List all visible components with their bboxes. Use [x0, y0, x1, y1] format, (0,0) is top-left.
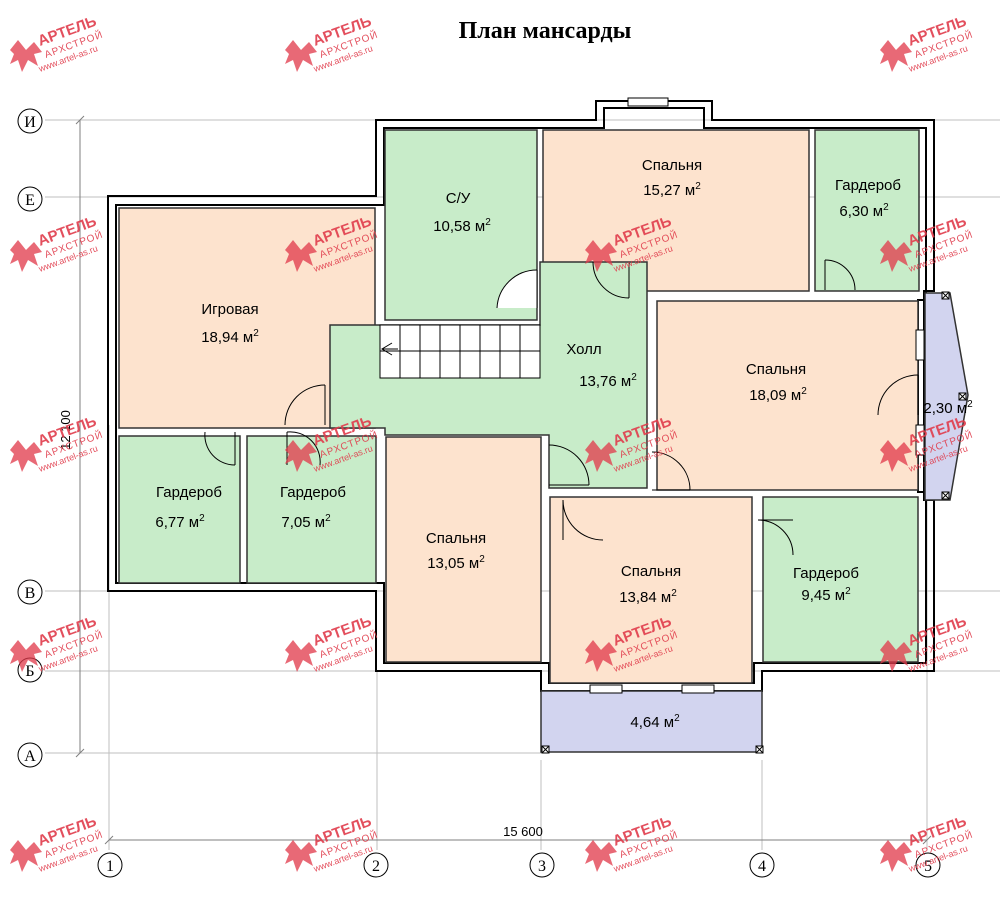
label-spalnya-top-name: Спальня	[642, 157, 702, 174]
axis-label-2: 2	[372, 858, 380, 875]
rooms	[118, 129, 969, 753]
exterior-walls	[107, 100, 935, 692]
label-spalnya-top-area: 15,27 м2	[643, 181, 701, 199]
label-igrovaya-name: Игровая	[201, 301, 258, 318]
watermark-logo	[285, 12, 380, 75]
room-garderob-bl2	[246, 435, 377, 584]
watermark-logo	[10, 612, 105, 675]
column-markers	[541, 291, 967, 754]
plan-title: План мансарды	[459, 18, 632, 44]
label-spalnya-mid-name: Спальня	[426, 530, 486, 547]
room-spalnya-right	[656, 300, 919, 491]
label-holl-area: 13,76 м2	[579, 372, 637, 390]
watermark-logo	[880, 12, 975, 75]
label-garderob-bl1-name: Гардероб	[156, 484, 222, 501]
axis-label-4: 4	[758, 858, 766, 875]
label-balcony-bottom-area: 4,64 м2	[630, 713, 680, 731]
label-spalnya-mid-area: 13,05 м2	[427, 554, 485, 572]
axis-label-E: Е	[25, 192, 35, 209]
label-garderob-bl1-area: 6,77 м2	[155, 513, 205, 531]
label-spalnya-right-area: 18,09 м2	[749, 386, 807, 404]
label-garderob-bl2-name: Гардероб	[280, 484, 346, 501]
label-garderob-tr-area: 6,30 м2	[839, 202, 889, 220]
label-garderob-br-area: 9,45 м2	[801, 586, 851, 604]
axis-label-B: Б	[25, 663, 34, 680]
watermark-logo	[285, 612, 380, 675]
axis-label-I: И	[24, 114, 36, 131]
label-holl-name: Холл	[566, 341, 601, 358]
watermark-logo	[10, 212, 105, 275]
room-spalnya-mid	[385, 436, 542, 663]
room-garderob-br	[762, 496, 919, 663]
watermark-logo	[10, 12, 105, 75]
label-igrovaya-area: 18,94 м2	[201, 328, 259, 346]
axis-label-V: В	[25, 585, 36, 602]
label-garderob-tr-name: Гардероб	[835, 177, 901, 194]
label-garderob-bl2-area: 7,05 м2	[281, 513, 331, 531]
room-labels: Игровая 18,94 м2 С/У 10,58 м2 Спальня 15…	[155, 157, 973, 731]
watermark-logo	[585, 812, 680, 875]
axis-numbers: 1 2 3 4 5	[97, 852, 941, 878]
width-dimension: 15 600	[503, 824, 543, 839]
doors	[204, 259, 919, 556]
room-garderob-bl1	[118, 435, 241, 584]
label-su-area: 10,58 м2	[433, 217, 491, 235]
label-balcony-right-area: 2,30 м2	[923, 399, 973, 417]
label-spalnya-bottom-area: 13,84 м2	[619, 588, 677, 606]
room-balcony-bottom	[540, 690, 763, 753]
axis-label-3: 3	[538, 858, 546, 875]
label-garderob-br-name: Гардероб	[793, 565, 859, 582]
label-spalnya-bottom-name: Спальня	[621, 563, 681, 580]
label-spalnya-right-name: Спальня	[746, 361, 806, 378]
watermark-logo	[10, 812, 105, 875]
axis-label-A: А	[24, 748, 36, 765]
axis-letters: И Е В Б А	[17, 108, 43, 768]
axis-label-1: 1	[106, 858, 114, 875]
staircase	[379, 324, 541, 379]
room-garderob-tr	[814, 129, 920, 292]
label-su-name: С/У	[446, 190, 471, 207]
